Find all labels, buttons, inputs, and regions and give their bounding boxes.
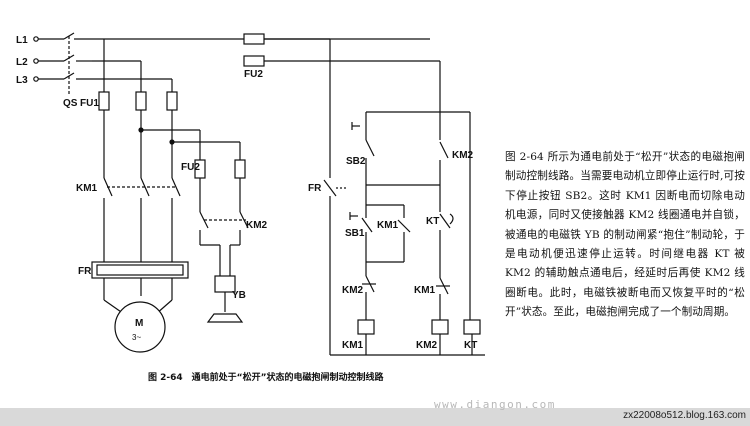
watermark: www.diangon.com [434, 398, 556, 411]
label-sb1: SB1 [345, 228, 365, 239]
label-fu2-mid: FU2 [181, 162, 200, 173]
label-coil-km2: KM2 [416, 340, 438, 351]
power-lines [33, 32, 430, 94]
label-fu2-top: FU2 [244, 69, 263, 80]
label-l2: L2 [16, 57, 28, 68]
footer-bar [0, 408, 750, 426]
label-fu1: FU1 [80, 98, 99, 109]
label-fr-main: FR [78, 266, 92, 277]
figure-caption: 图 2-64 通电前处于“松开”状态的电磁抱闸制动控制线路 [148, 373, 384, 383]
control-circuit [243, 33, 485, 356]
label-yb: YB [232, 290, 246, 301]
label-sb2: SB2 [346, 156, 366, 167]
label-km2-nc: KM2 [342, 285, 364, 296]
label-l1: L1 [16, 35, 28, 46]
description-text: 图 2-64 所示为通电前处于“松开”状态的电磁抱闸制动控制线路。当需要电动机立… [505, 151, 745, 319]
label-motor-phase: 3~ [132, 333, 141, 342]
label-coil-km1: KM1 [342, 340, 364, 351]
label-km1-main: KM1 [76, 183, 98, 194]
label-qs: QS [63, 98, 78, 109]
label-motor-m: M [135, 318, 143, 329]
label-km1-hold: KM1 [377, 220, 399, 231]
label-kt-contact: KT [426, 216, 439, 227]
label-l3: L3 [16, 75, 28, 86]
brake-branch [194, 159, 249, 323]
label-km1-nc: KM1 [414, 285, 436, 296]
label-coil-kt: KT [464, 340, 477, 351]
label-km2-ctrl: KM2 [452, 150, 474, 161]
label-fr-ctrl: FR [308, 183, 322, 194]
main-circuit [91, 39, 241, 353]
label-km2-yb: KM2 [246, 220, 268, 231]
blog-credit: zx22008o512.blog.163.com [623, 410, 746, 421]
